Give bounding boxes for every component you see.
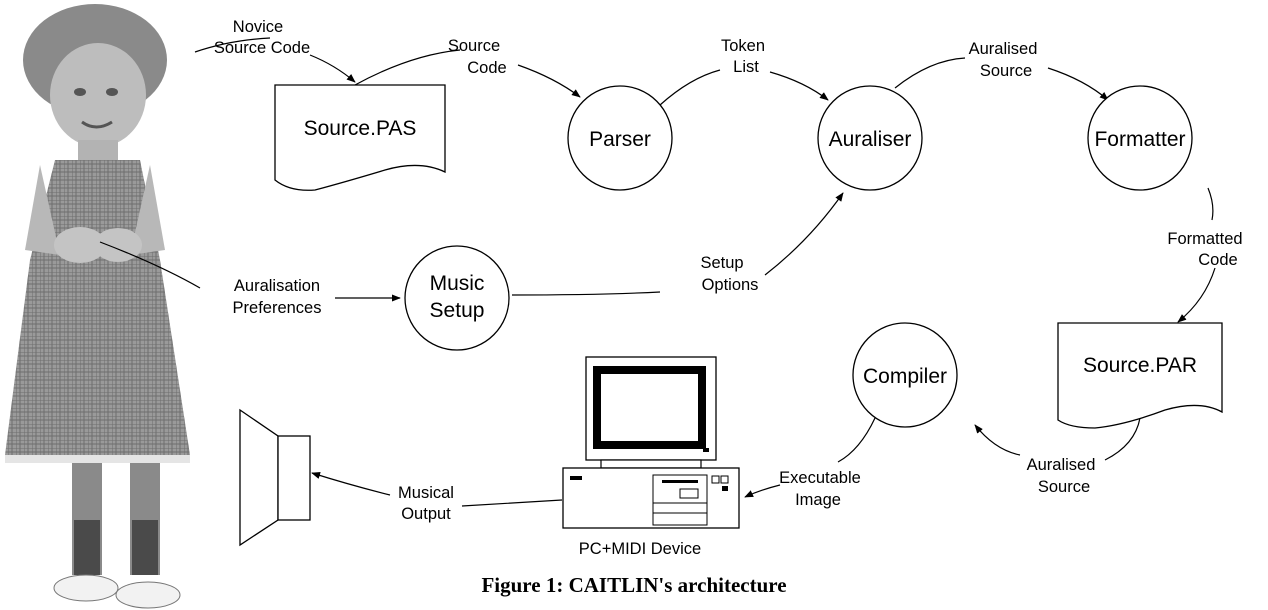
label-exec-1: Executable	[779, 469, 861, 487]
label-prefs-1: Auralisation	[234, 277, 320, 295]
node-auraliser	[817, 85, 923, 191]
child-photo	[5, 4, 190, 609]
edge-formatter-to-par	[1178, 187, 1216, 322]
node-source-par	[1057, 322, 1223, 429]
node-music-setup	[404, 245, 510, 351]
edge-prefs-to-setup	[99, 241, 400, 298]
label-prefs-2: Preferences	[233, 299, 322, 317]
label-musical-2: Output	[401, 505, 451, 523]
figure-caption: Figure 1: CAITLIN's architecture	[481, 573, 786, 597]
node-parser-label: Parser	[589, 128, 651, 151]
edge-novice	[194, 37, 271, 53]
node-compiler	[852, 322, 958, 428]
node-formatter	[1087, 85, 1193, 191]
edge-compiler-to-pc	[745, 417, 876, 497]
label-novice-1: Novice	[233, 18, 283, 36]
label-setup-opts-2: Options	[702, 276, 759, 294]
node-source-par-label: Source.PAR	[1083, 354, 1197, 377]
label-token-1: Token	[721, 37, 765, 55]
label-aur-src2-1: Auralised	[1027, 456, 1096, 474]
edge-pc-to-speaker	[312, 473, 563, 507]
label-musical-1: Musical	[398, 484, 454, 502]
label-formatted-2: Code	[1198, 251, 1237, 269]
edge-source-to-parser	[354, 49, 580, 97]
edge-auraliser-to-formatter	[894, 57, 1108, 100]
node-source-pas-label: Source.PAS	[304, 117, 417, 140]
label-token-2: List	[733, 58, 759, 76]
computer-icon	[562, 356, 740, 529]
node-formatter-label: Formatter	[1094, 128, 1185, 151]
node-pc-midi-label: PC+MIDI Device	[579, 540, 701, 558]
label-auralised-source-1: Auralised	[969, 40, 1038, 58]
label-source-code-1: Source	[448, 37, 500, 55]
label-setup-opts-1: Setup	[700, 254, 743, 272]
label-novice-2: Source Code	[214, 39, 310, 57]
node-auraliser-label: Auraliser	[829, 128, 912, 151]
edge-par-to-compiler	[975, 418, 1141, 461]
edge-parser-to-auraliser	[659, 69, 828, 105]
node-music-setup-label-1: Music	[430, 272, 485, 295]
label-aur-src2-2: Source	[1038, 478, 1090, 496]
label-formatted-1: Formatted	[1167, 230, 1242, 248]
node-parser	[567, 85, 673, 191]
edge-setup-to-auraliser	[511, 193, 843, 296]
node-source-pas	[274, 84, 446, 191]
speaker-icon	[239, 408, 311, 547]
node-music-setup-label-2: Setup	[430, 299, 485, 322]
label-auralised-source-2: Source	[980, 62, 1032, 80]
label-source-code-2: Code	[467, 59, 506, 77]
label-exec-2: Image	[795, 491, 841, 509]
node-compiler-label: Compiler	[863, 365, 947, 388]
edge-novice-arrow	[309, 54, 356, 83]
